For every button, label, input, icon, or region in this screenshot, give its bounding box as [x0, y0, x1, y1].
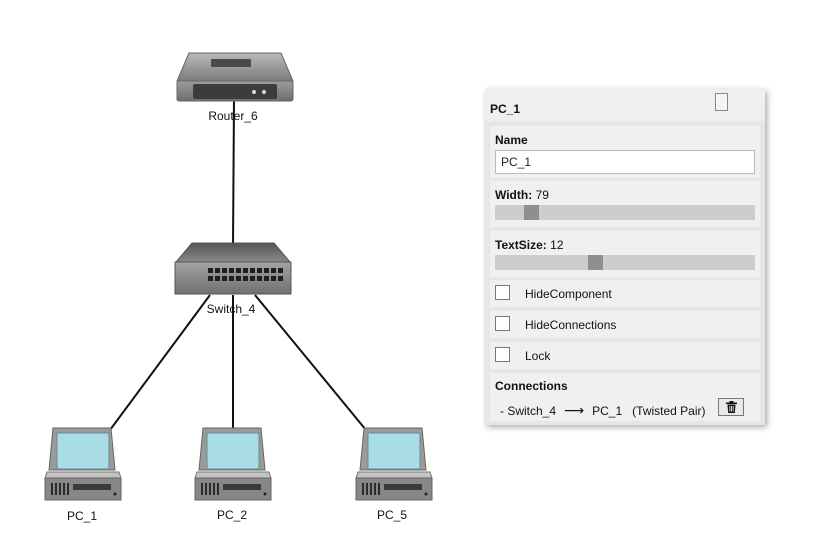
- textsize-label: TextSize: 12: [495, 238, 564, 252]
- switch-node[interactable]: [174, 242, 292, 296]
- router-icon: [176, 52, 294, 102]
- hide-component-checkbox[interactable]: [495, 285, 510, 300]
- connection-source: - Switch_4: [500, 404, 557, 418]
- width-slider-thumb[interactable]: [524, 205, 539, 220]
- link-switch-pc1[interactable]: [109, 294, 211, 431]
- lock-checkbox[interactable]: [495, 347, 510, 362]
- router-label: Router_6: [208, 109, 258, 123]
- switch-icon: [174, 242, 292, 295]
- lock-row[interactable]: Lock: [490, 342, 760, 369]
- textsize-slider-thumb[interactable]: [588, 255, 603, 270]
- connection-type: (Twisted Pair): [632, 404, 706, 418]
- link-router-switch[interactable]: [232, 99, 235, 247]
- connections-section: Connections - Switch_4 ⟶ PC_1 (Twisted Pai…: [490, 373, 760, 421]
- router-node[interactable]: [175, 51, 295, 103]
- hide-component-label: HideComponent: [525, 287, 612, 301]
- width-label: Width: 79: [495, 188, 549, 202]
- pc2-label: PC_2: [216, 508, 248, 522]
- connection-entry: - Switch_4 ⟶ PC_1 (Twisted Pair): [500, 402, 706, 419]
- panel-title: PC_1: [490, 102, 521, 116]
- name-section: Name: [490, 126, 760, 178]
- properties-panel: PC_1 Name Width: 79 TextSize: 12 HideCom…: [485, 89, 765, 425]
- pc1-label: PC_1: [66, 509, 98, 523]
- pc1-node[interactable]: [43, 426, 123, 502]
- panel-header: PC_1: [485, 89, 765, 121]
- desktop-pc-icon: [194, 427, 272, 501]
- connections-title: Connections: [495, 379, 568, 393]
- hide-connections-label: HideConnections: [525, 318, 617, 332]
- hide-component-row[interactable]: HideComponent: [490, 280, 760, 307]
- width-slider[interactable]: [495, 205, 755, 220]
- textsize-section: TextSize: 12: [490, 231, 760, 277]
- name-label: Name: [495, 133, 528, 147]
- hide-connections-row[interactable]: HideConnections: [490, 311, 760, 338]
- delete-connection-button[interactable]: [718, 398, 744, 416]
- switch-label: Switch_4: [206, 302, 256, 316]
- pc5-label: PC_5: [376, 508, 408, 522]
- textsize-value: 12: [550, 238, 564, 252]
- lock-label: Lock: [525, 349, 551, 363]
- hide-connections-checkbox[interactable]: [495, 316, 510, 331]
- pc2-node[interactable]: [193, 426, 273, 502]
- panel-collapse-button[interactable]: [715, 93, 728, 111]
- link-switch-pc5[interactable]: [254, 294, 367, 431]
- name-input[interactable]: [495, 150, 755, 174]
- desktop-pc-icon: [44, 427, 122, 501]
- desktop-pc-icon: [355, 427, 433, 501]
- arrow-right-icon: ⟶: [564, 402, 585, 418]
- connection-target: PC_1: [592, 404, 623, 418]
- trash-icon: [726, 401, 737, 413]
- width-value: 79: [535, 188, 549, 202]
- pc5-node[interactable]: [354, 426, 434, 502]
- textsize-slider[interactable]: [495, 255, 755, 270]
- width-section: Width: 79: [490, 181, 760, 227]
